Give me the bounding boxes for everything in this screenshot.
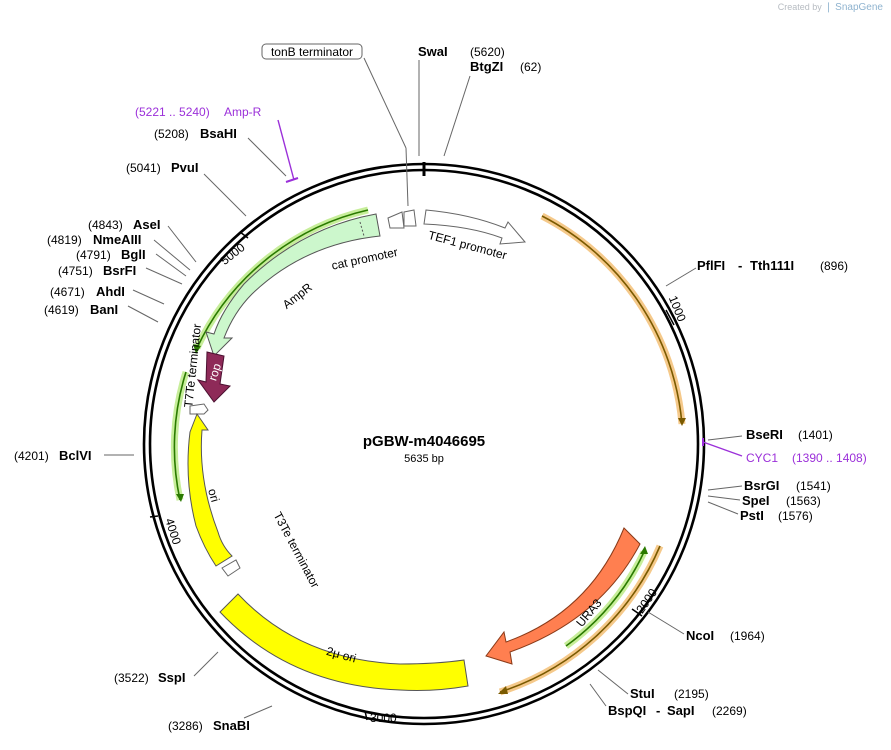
site-spei-pos: (1563)	[786, 494, 821, 508]
tonb-label-box	[261, 43, 363, 60]
site-pflfi-name[interactable]: PflFI	[697, 258, 725, 273]
site-asei-name[interactable]: AseI	[133, 217, 160, 232]
green-track-left	[173, 371, 187, 501]
amp-r-primer	[277, 119, 299, 183]
cyc1-name: CYC1	[746, 451, 778, 465]
t3te-terminator-arrow	[221, 559, 241, 577]
orange-track-bottom	[499, 545, 661, 693]
site-sapi-name[interactable]: SapI	[667, 703, 694, 718]
scale-ticks	[149, 231, 675, 721]
site-bani-pos: (4619)	[44, 303, 79, 317]
ampr-arrow	[205, 213, 381, 357]
site-pvui-name[interactable]: PvuI	[171, 160, 198, 175]
t3te-terminator-label: T3Te terminator	[271, 510, 323, 591]
green-track-ampr	[196, 209, 369, 349]
credit-prefix: Created by	[777, 2, 822, 12]
green-arrowhead-ampr	[193, 344, 201, 354]
site-ncoi-pos: (1964)	[730, 629, 765, 643]
site-bspqi-sep: -	[656, 703, 660, 718]
site-btgzi-name[interactable]: BtgZI	[470, 59, 503, 74]
orange-arrowhead-bottom	[498, 686, 508, 694]
tick-label-3000: 3000	[370, 711, 397, 725]
ori-arrow	[187, 412, 233, 567]
orange-halo-top	[540, 212, 686, 425]
cyc1-range: (1390 .. 1408)	[792, 451, 867, 465]
site-pvui-pos: (5041)	[126, 161, 161, 175]
site-swai-name[interactable]: SwaI	[418, 44, 448, 59]
ura3-arrow	[485, 527, 641, 665]
site-nmeaiii-name[interactable]: NmeAIII	[93, 232, 141, 247]
ori-label: ori	[205, 487, 222, 504]
site-bsahi-pos: (5208)	[154, 127, 189, 141]
site-ahdi-pos: (4671)	[50, 285, 85, 299]
ampr-label: AmpR	[280, 280, 315, 312]
site-bspqi-pos: (2269)	[712, 704, 747, 718]
cyc1-primer	[702, 438, 743, 457]
site-stui-pos: (2195)	[674, 687, 709, 701]
site-pflfi-sep: -	[738, 258, 742, 273]
site-bsrgi-pos: (1541)	[796, 479, 831, 493]
site-bsrfi-name[interactable]: BsrFI	[103, 263, 136, 278]
site-ahdi-name[interactable]: AhdI	[96, 284, 125, 299]
site-bspqi-name[interactable]: BspQI	[608, 703, 646, 718]
site-bgli-pos: (4791)	[76, 248, 111, 262]
rop-label: rop	[205, 361, 224, 382]
rop-arrow	[196, 351, 232, 403]
site-bseri-name[interactable]: BseRI	[746, 427, 783, 442]
cat-promoter-label: cat promoter	[330, 245, 399, 273]
cat-promoter-arrow	[387, 211, 405, 229]
site-bgli-name[interactable]: BglI	[121, 247, 146, 262]
tonb-terminator-arrow	[403, 209, 417, 227]
site-bani-name[interactable]: BanI	[90, 302, 118, 317]
site-tth111i-name[interactable]: Tth111I	[750, 258, 794, 273]
amp-r-name: Amp-R	[224, 105, 262, 119]
credit-brand: SnapGene	[835, 2, 883, 13]
site-spei-name[interactable]: SpeI	[742, 493, 769, 508]
green-arrowhead-ura3	[640, 546, 648, 554]
amp-r-range: (5221 .. 5240)	[135, 105, 210, 119]
site-snabi-name[interactable]: SnaBI	[213, 718, 250, 733]
t7te-terminator-label: T7Te terminator	[181, 323, 204, 408]
site-btgzi-pos: (62)	[520, 60, 541, 74]
site-asei-pos: (4843)	[88, 218, 123, 232]
site-pflfi-pos: (896)	[820, 259, 848, 273]
tonb-terminator-label: tonB terminator	[271, 45, 353, 59]
site-psti-pos: (1576)	[778, 509, 813, 523]
site-bseri-pos: (1401)	[798, 428, 833, 442]
site-snabi-pos: (3286)	[168, 719, 203, 733]
site-bsrgi-name[interactable]: BsrGI	[744, 478, 779, 493]
site-bsrfi-pos: (4751)	[58, 264, 93, 278]
snapgene-credit: Created by ❘ SnapGene	[778, 2, 883, 13]
snapgene-logo-icon: ❘	[824, 2, 833, 13]
two-micron-ori-arrow	[219, 593, 469, 691]
green-track-ura3	[565, 551, 645, 647]
plasmid-length: 5635 bp	[404, 453, 444, 465]
plasmid-name: pGBW-m4046695	[363, 433, 485, 450]
site-sspi-name[interactable]: SspI	[158, 670, 185, 685]
site-sspi-pos: (3522)	[114, 671, 149, 685]
ampr-dotted-divider	[359, 221, 365, 237]
tef1-promoter-arrow	[423, 209, 527, 245]
site-swai-pos: (5620)	[470, 45, 505, 59]
site-bclvi-name[interactable]: BclVI	[59, 448, 92, 463]
orange-arrowhead-top	[678, 418, 686, 426]
site-stui-name[interactable]: StuI	[630, 686, 655, 701]
site-bclvi-pos: (4201)	[14, 449, 49, 463]
green-arrowhead-left	[176, 494, 184, 502]
site-nmeaiii-pos: (4819)	[47, 233, 82, 247]
site-bsahi-name[interactable]: BsaHI	[200, 126, 237, 141]
tick-label-5000: 5000	[218, 240, 248, 268]
orange-track-top	[541, 215, 683, 425]
site-ncoi-name[interactable]: NcoI	[686, 628, 714, 643]
t7te-terminator-arrow	[189, 403, 209, 415]
site-leader-lines	[104, 57, 743, 719]
site-psti-name[interactable]: PstI	[740, 508, 764, 523]
